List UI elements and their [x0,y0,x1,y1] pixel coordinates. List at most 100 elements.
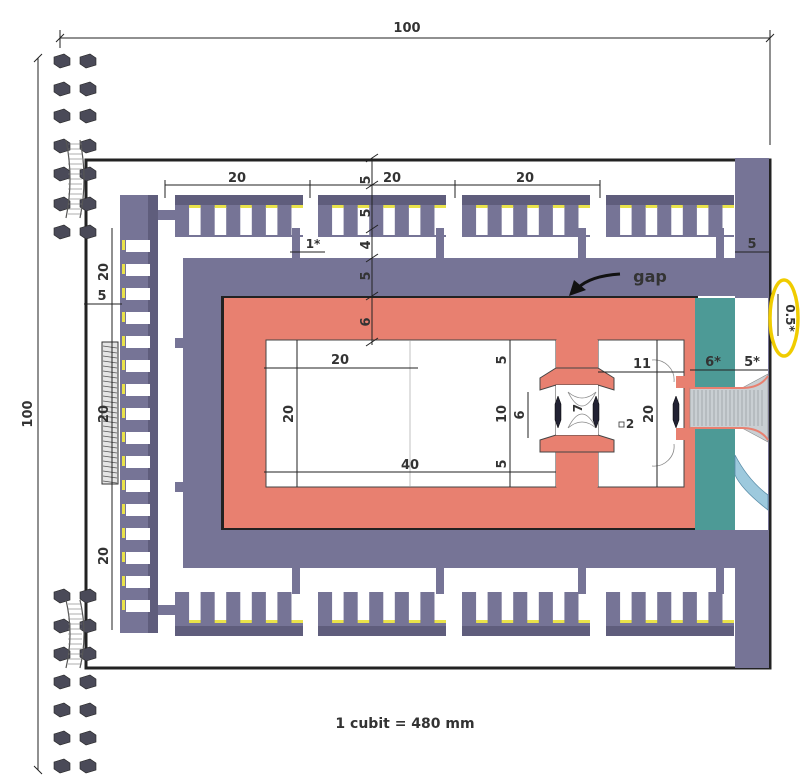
scale-label: 1 cubit = 480 mm [335,716,474,732]
inner-wall-notch-l1 [175,338,183,348]
left-column-light [122,384,125,394]
chamber-light [527,620,539,623]
left-column-light [122,264,125,274]
outer-pillar [53,166,71,182]
dim-inner-twenty-right: 20 [642,405,657,423]
chamber-gap [645,207,658,235]
left-column-gap [126,384,150,396]
chamber-gap [434,592,446,620]
dim-inner-forty: 40 [401,458,419,473]
chamber-light [620,205,632,208]
left-stair-step [102,385,118,389]
east-door-pillar-top [676,376,692,388]
outer-pillar [53,196,71,212]
chamber-gap [240,592,252,620]
inner-court-wall [175,258,769,568]
left-stair-step [102,480,118,484]
chamber-gap [476,207,488,235]
left-column-stub-2 [158,605,183,615]
inner-wall-top [183,258,769,296]
chamber-gap [214,592,227,620]
left-stair-step [102,390,118,394]
chamber-stub-t1 [436,228,444,258]
small-pillar-0 [554,395,562,429]
chamber-base [606,626,734,636]
chamber-stub-t2 [578,228,586,258]
chamber-light [552,620,565,623]
chamber-light [578,620,590,623]
chamber-stub-b2 [578,568,586,594]
chamber-light [696,620,709,623]
chamber-light [578,205,590,208]
chamber-base [318,195,446,205]
small-pillar-1 [592,395,600,429]
outer-stair-0 [65,139,85,219]
left-column-gap [126,504,150,516]
left-column-light [122,336,125,346]
outer-gate-stairs [65,139,85,669]
dim-stack-ticks [365,153,379,347]
chamber-gap [332,207,344,235]
chamber-gap [240,207,252,235]
chamber-base [175,626,303,636]
chamber-light [214,620,227,623]
chamber-gap [645,592,658,620]
dim-one-star: 1* [306,237,321,251]
left-column-gap [126,264,150,276]
dim-stack-2: 4 [359,240,374,249]
chamber-light [722,620,734,623]
dim-left-col-0: 20 [97,263,112,281]
chamber-block-b3 [606,592,734,636]
chamber-block-t1 [318,195,446,237]
left-column-light [122,600,125,610]
left-column-gap [126,456,150,468]
left-column-stub-1 [158,210,183,220]
chamber-stub-t3 [716,228,724,258]
left-column-light [122,456,125,466]
chamber-light [671,205,683,208]
chamber-light [476,205,488,208]
dim-inner-two: 2 [626,417,634,431]
outer-pillar [53,674,71,690]
outer-pillar [53,702,71,718]
chamber-gap [696,592,709,620]
outer-pillar [53,758,71,774]
left-column-light [122,240,125,250]
chamber-gap [671,207,683,235]
chamber-light [291,205,303,208]
outer-pillar [79,224,97,240]
chamber-gap [291,207,303,235]
left-column-gap [126,240,150,252]
chamber-gap [265,207,278,235]
left-column-gap [126,552,150,564]
chamber-gap [722,592,734,620]
left-stair-step [102,450,118,454]
chamber-light [265,205,278,208]
chamber-gap [527,207,539,235]
chamber-light [671,620,683,623]
outer-pillar [79,758,97,774]
doorway-open [556,385,598,435]
chamber-gap [189,207,201,235]
left-column-light [122,288,125,298]
left-column-gap [126,360,150,372]
chamber-gap [357,592,370,620]
dim-top-row-4: 20 [516,171,534,186]
outer-stair-1 [65,599,85,669]
chamber-gap [214,207,227,235]
chamber-light [696,205,709,208]
chamber-gap [265,592,278,620]
door-arc-4 [651,443,675,467]
left-column-gap [126,480,150,492]
left-column-gap [126,408,150,420]
outer-pillar [53,646,71,662]
partition-notch-top [539,367,615,391]
inner-wall-notch-l2 [175,482,183,492]
chamber-base [462,626,590,636]
outer-pillar [53,588,71,604]
dim-left-100-slash-b [33,765,43,775]
chamber-light [408,620,421,623]
chamber-light [722,205,734,208]
partition-notch-bottom [539,434,615,453]
left-column-light [122,528,125,538]
